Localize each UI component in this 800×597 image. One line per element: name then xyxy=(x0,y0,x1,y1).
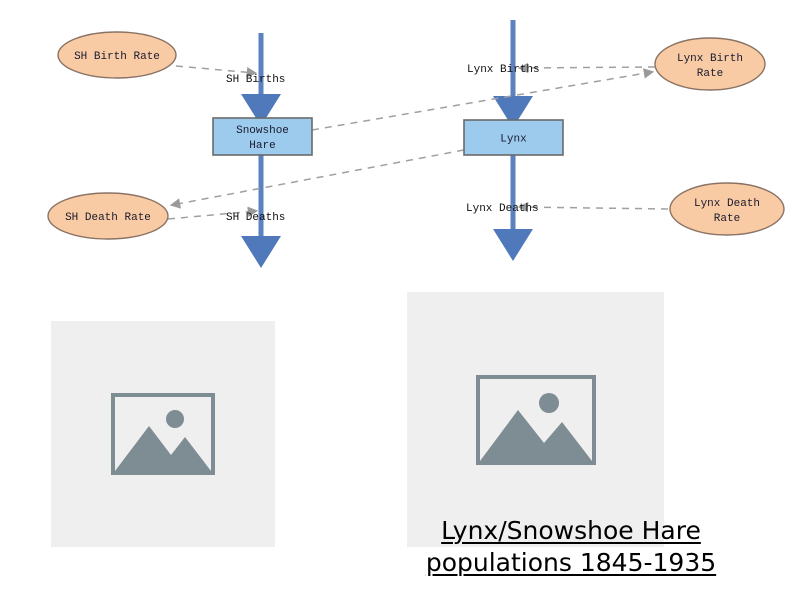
influence-snowshoe-hare-to-lynx-birth-rate xyxy=(311,68,655,131)
rate-sh-birth-rate[interactable]: SH Birth Rate xyxy=(57,31,177,79)
stock-snowshoe-hare[interactable]: Snowshoe Hare xyxy=(212,117,313,156)
rate-ellipse-sh-death-rate[interactable] xyxy=(47,192,169,240)
influence-sh-death-rate-to-sh-deaths xyxy=(167,206,259,220)
flow-labels-group: SH Births SH Deaths Lynx Births Lynx Dea… xyxy=(226,64,540,224)
rate-sh-death-rate[interactable]: SH Death Rate xyxy=(47,192,169,240)
flow-label-sh-deaths: SH Deaths xyxy=(226,212,285,224)
figure-caption: Lynx/Snowshoe Hare populations 1845-1935 xyxy=(406,515,736,579)
rate-label-sh-death-rate: SH Death Rate xyxy=(65,212,151,224)
influence-links-group xyxy=(167,62,669,220)
rate-ellipse-lynx-death-rate[interactable] xyxy=(669,182,785,236)
rate-lynx-death-rate[interactable]: Lynx Death Rate xyxy=(669,182,785,236)
stock-box-snowshoe-hare[interactable] xyxy=(212,117,313,156)
image-placeholder-right[interactable] xyxy=(407,292,664,547)
image-placeholder-left[interactable] xyxy=(51,321,275,547)
flow-arrows-group xyxy=(241,20,533,268)
influence-lynx-birth-rate-to-lynx-births xyxy=(517,62,656,74)
rate-ellipse-lynx-birth-rate[interactable] xyxy=(654,37,766,91)
rate-label-lynx-birth-rate-line2: Rate xyxy=(697,68,723,80)
rate-label-sh-birth-rate: SH Birth Rate xyxy=(74,51,160,63)
influence-lynx-to-sh-death-rate xyxy=(169,149,465,209)
rate-lynx-birth-rate[interactable]: Lynx Birth Rate xyxy=(654,37,766,91)
influence-lynx-death-rate-to-lynx-deaths xyxy=(517,201,669,213)
rate-label-lynx-death-rate-line2: Rate xyxy=(714,213,740,225)
influence-sh-birth-rate-to-sh-births xyxy=(175,65,258,78)
image-placeholder-icon xyxy=(111,393,215,475)
stock-label-snowshoe-hare-line2: Hare xyxy=(249,140,275,152)
figure-caption-line1: Lynx/Snowshoe Hare xyxy=(441,516,701,545)
rate-ellipse-sh-birth-rate[interactable] xyxy=(57,31,177,79)
stock-lynx[interactable]: Lynx xyxy=(463,119,564,156)
rate-label-lynx-death-rate-line1: Lynx Death xyxy=(694,198,760,210)
figure-caption-line2: populations 1845-1935 xyxy=(425,547,717,577)
flow-label-lynx-deaths: Lynx Deaths xyxy=(466,203,539,215)
stock-label-lynx-line1: Lynx xyxy=(500,134,527,146)
rate-label-lynx-birth-rate-line1: Lynx Birth xyxy=(677,53,743,65)
flow-label-lynx-births: Lynx Births xyxy=(467,64,540,76)
stock-box-lynx[interactable] xyxy=(463,119,564,156)
stock-label-snowshoe-hare-line1: Snowshoe xyxy=(236,125,289,137)
image-placeholder-icon xyxy=(475,374,596,465)
flow-label-sh-births: SH Births xyxy=(226,74,285,86)
